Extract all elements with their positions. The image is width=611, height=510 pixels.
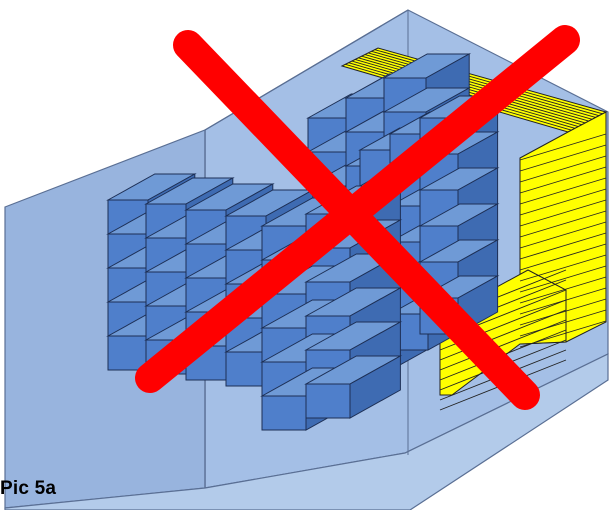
carton-front <box>262 396 306 430</box>
carton-front <box>108 336 148 370</box>
carton-front <box>226 352 266 386</box>
carton-front <box>306 384 350 418</box>
figure-caption: Pic 5a <box>0 478 56 500</box>
